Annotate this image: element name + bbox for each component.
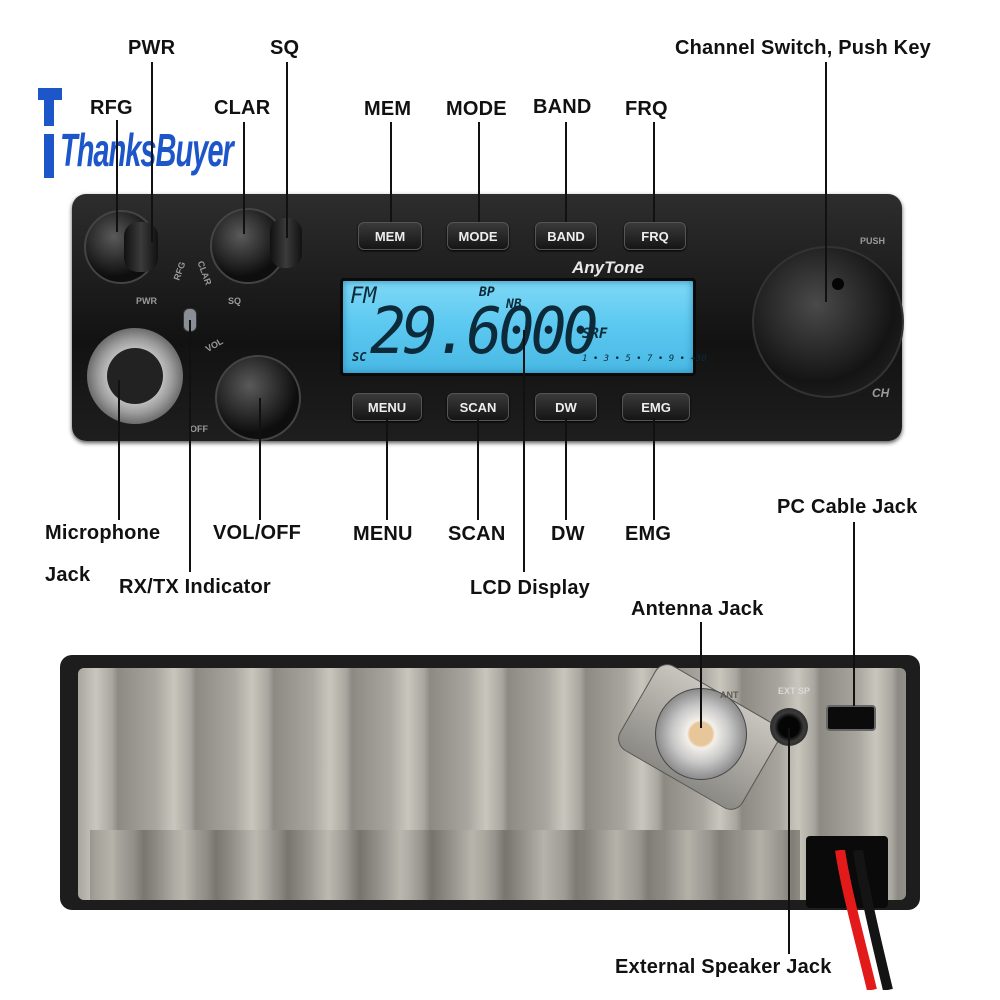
leader-pwr [151, 62, 153, 242]
leader-lcd [523, 330, 525, 572]
label-pwr: PWR [136, 296, 157, 306]
label-push: PUSH [860, 236, 886, 246]
frq-button[interactable]: FRQ [624, 222, 686, 250]
callout-mode: MODE [446, 98, 507, 120]
label-ch: CH [872, 386, 890, 400]
leader-menu [386, 418, 388, 520]
scan-button[interactable]: SCAN [447, 393, 509, 421]
leader-antenna [700, 622, 702, 728]
leader-rfg [116, 120, 118, 232]
leader-emg [653, 418, 655, 520]
lcd-srf: SRF [582, 326, 608, 342]
label-ext: EXT SP [778, 686, 811, 696]
channel-knob-dot [832, 278, 844, 290]
leader-mode [478, 122, 480, 222]
mic-pins [107, 348, 163, 404]
lcd-display [340, 278, 696, 376]
callout-menu: MENU [353, 523, 413, 545]
leader-scan [477, 418, 479, 520]
pc-cable-jack[interactable] [826, 705, 876, 731]
callout-clar: CLAR [214, 97, 271, 119]
callout-lcd: LCD Display [470, 577, 591, 599]
rear-heatsink-fins-bottom [90, 830, 800, 900]
callout-vol-off: VOL/OFF [213, 522, 302, 544]
label-off: OFF [190, 424, 208, 434]
watermark-logo-icon [38, 88, 62, 178]
leader-rxtx [189, 320, 191, 572]
vol-off-knob[interactable] [215, 355, 301, 441]
lcd-nb: NB [506, 297, 522, 312]
brand-watermark: ThanksBuyer [36, 86, 234, 181]
mem-button[interactable]: MEM [358, 222, 422, 250]
leader-ext [788, 728, 790, 954]
power-cord-wires-icon [835, 850, 893, 990]
callout-mem: MEM [364, 98, 412, 120]
radio-brand: AnyTone [572, 258, 645, 277]
callout-rfg: RFG [90, 97, 133, 119]
callout-rx-tx: RX/TX Indicator [119, 576, 271, 598]
channel-switch-knob[interactable] [752, 246, 904, 398]
leader-frq [653, 122, 655, 222]
lcd-sc: SC [352, 350, 367, 364]
callout-dw: DW [551, 523, 585, 545]
emg-button[interactable]: EMG [622, 393, 690, 421]
callout-microphone-line1: Microphone [45, 522, 161, 544]
callout-channel-switch: Channel Switch, Push Key [675, 37, 931, 59]
callout-band: BAND [533, 96, 592, 118]
leader-mem [390, 122, 392, 222]
dw-button[interactable]: DW [535, 393, 597, 421]
band-button[interactable]: BAND [535, 222, 597, 250]
leader-pc [853, 522, 855, 706]
callout-pc-cable: PC Cable Jack [777, 496, 918, 518]
callout-pwr: PWR [128, 37, 176, 59]
callout-emg: EMG [625, 523, 672, 545]
callout-ext-speaker: External Speaker Jack [615, 956, 832, 978]
leader-channel [825, 62, 827, 302]
callout-antenna: Antenna Jack [631, 598, 764, 620]
label-ant: ANT [720, 690, 739, 700]
lcd-mode: FM [350, 284, 377, 309]
callout-microphone-line2: Jack [45, 564, 91, 586]
callout-scan: SCAN [448, 523, 506, 545]
leader-band [565, 122, 567, 222]
leader-dw [565, 418, 567, 520]
callout-sq: SQ [270, 37, 300, 59]
leader-vol [259, 398, 261, 520]
callout-frq: FRQ [625, 98, 668, 120]
menu-button[interactable]: MENU [352, 393, 422, 421]
lcd-bp: BP [479, 285, 495, 300]
lcd-meter-scale: 1 • 3 • 5 • 7 • 9 • +30 [582, 354, 707, 364]
lcd-frequency: 29.6000 [370, 295, 599, 369]
mode-button[interactable]: MODE [447, 222, 509, 250]
leader-sq [286, 62, 288, 238]
watermark-text: ThanksBuyer [60, 126, 234, 178]
label-sq: SQ [228, 296, 242, 306]
leader-clar [243, 122, 245, 234]
leader-mic [118, 380, 120, 520]
